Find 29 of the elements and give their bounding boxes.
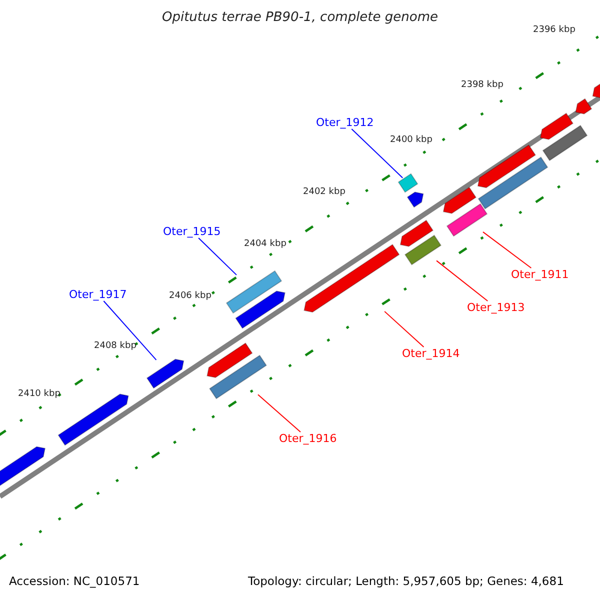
gene-bar	[446, 203, 488, 237]
scale-label: 2402 kbp	[303, 187, 346, 197]
gene-bar	[146, 358, 184, 389]
gene-label: Oter_1912	[316, 116, 374, 129]
footer-text: Accession: NC_010571	[9, 574, 140, 588]
gene-label: Oter_1915	[163, 225, 221, 238]
gene-label: Oter_1911	[511, 268, 569, 281]
gene-label: Oter_1917	[69, 288, 127, 301]
scale-label: 2404 kbp	[244, 239, 286, 249]
gene-label: Oter_1913	[467, 301, 525, 314]
gene-label: Oter_1916	[279, 432, 337, 445]
leader-line	[258, 394, 301, 432]
scale-label: 2398 kbp	[461, 80, 504, 90]
diagram-title: Opitutus terrae PB90-1, complete genome	[160, 10, 440, 25]
scale-label: 2396 kbp	[533, 25, 576, 35]
gene-label: Oter_1914	[402, 347, 460, 360]
leader-line	[384, 310, 424, 348]
footer-text: Topology: circular; Length: 5,957,605 bp; Genes: 4,681	[248, 574, 564, 588]
scale-label: 2410 kbp	[18, 389, 60, 399]
gene-bar	[398, 173, 418, 193]
gene-bar	[209, 354, 267, 400]
leader-line	[436, 260, 488, 302]
leader-line	[198, 238, 237, 276]
leader-line	[482, 231, 532, 268]
gene-bar	[304, 244, 400, 313]
gene-bar	[404, 234, 442, 266]
gene-bar	[226, 270, 282, 314]
leader-line	[103, 300, 157, 360]
leader-line	[351, 128, 404, 178]
